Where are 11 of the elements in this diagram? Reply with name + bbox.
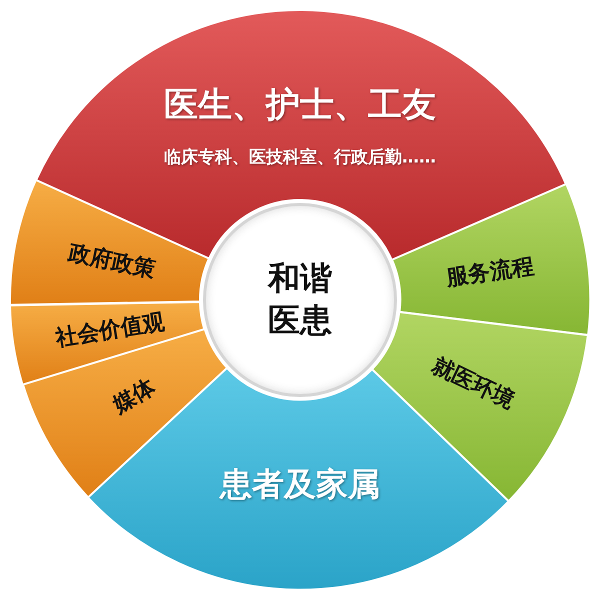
segment-title: 媒体 (108, 374, 160, 420)
ring-segment (392, 184, 590, 336)
segment-title: 政府政策 (66, 239, 158, 285)
center-label: 和谐医患 (268, 258, 332, 341)
ring-segment (10, 180, 209, 306)
segment-title: 就医环境 (427, 352, 520, 416)
segment-title: 服务流程 (444, 253, 536, 294)
segment-title: 社会价值观 (54, 308, 168, 354)
segment-subtitle: 临床专科、医技科室、行政后勤…… (164, 146, 436, 168)
segment-title: 患者及家属 (220, 464, 380, 505)
segment-title: 医生、护士、工友 (164, 84, 436, 127)
